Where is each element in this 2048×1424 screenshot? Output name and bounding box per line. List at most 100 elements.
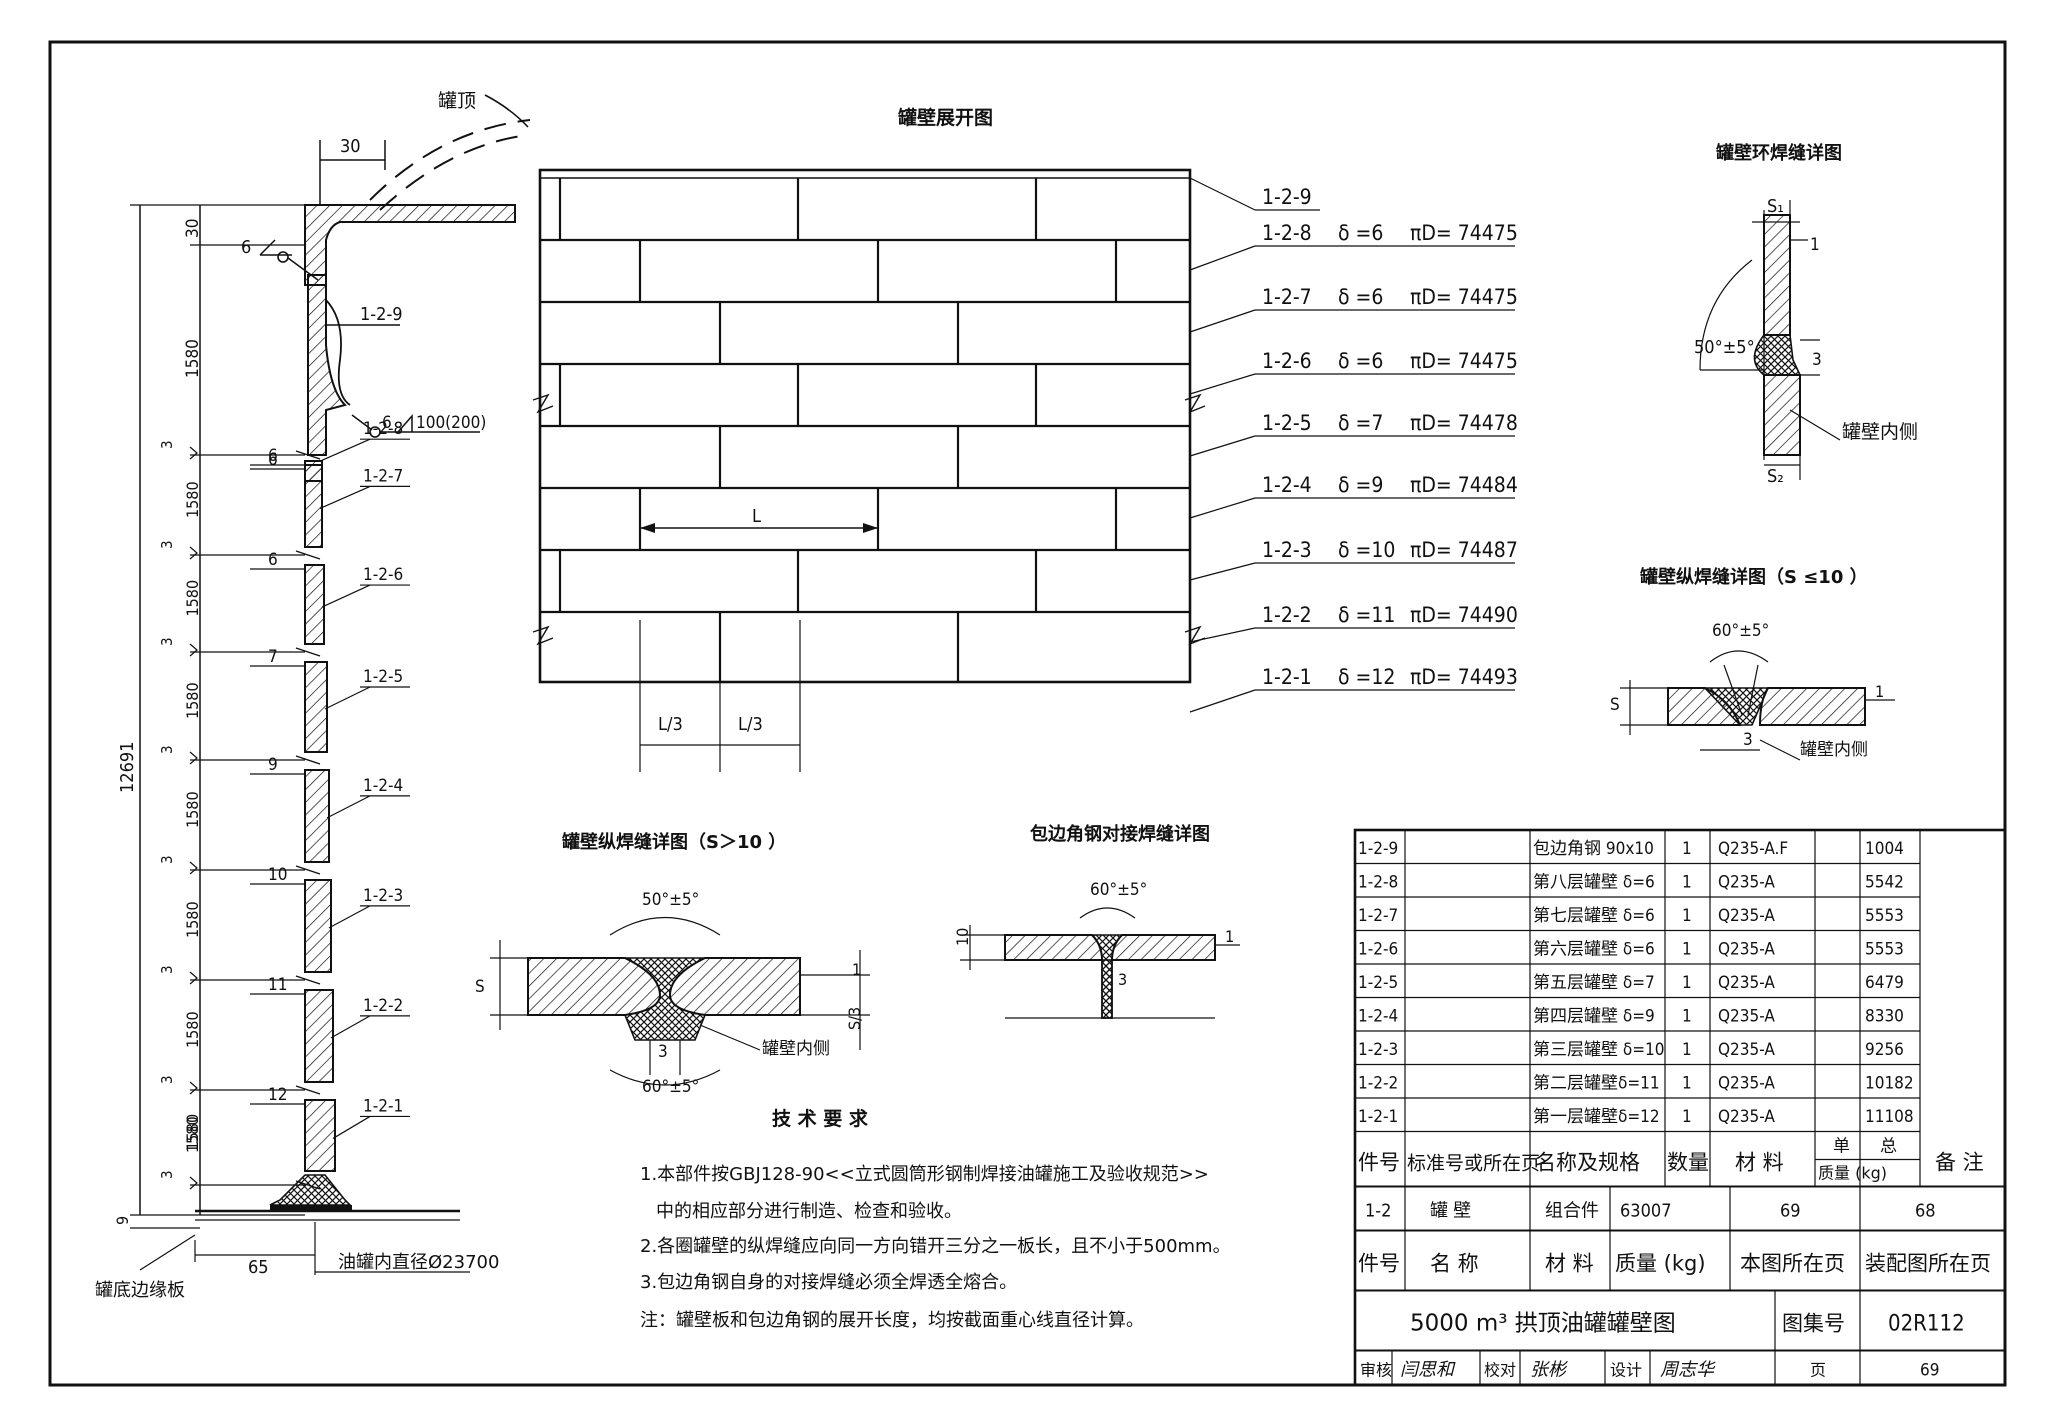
part-qty: 1 bbox=[1682, 940, 1692, 960]
ring-weld-detail: 罐壁环焊缝详图 S₁ 1 3 50°±5° S₂ 罐壁内侧 bbox=[1694, 142, 1918, 487]
small-s: S bbox=[1610, 695, 1620, 715]
tag-leader bbox=[321, 584, 371, 608]
long-weld-small-title: 罐壁纵焊缝详图（S ≤10 ） bbox=[1639, 566, 1868, 588]
exp-tag-1-2-4: 1-2-4 bbox=[1262, 473, 1312, 497]
part-qty: 1 bbox=[1682, 873, 1692, 893]
title-row2-asm: 装配图所在页 bbox=[1865, 1252, 1991, 1276]
separator-mark bbox=[189, 751, 198, 765]
part-name: 第七层罐壁 δ=6 bbox=[1533, 906, 1655, 926]
large-inner-side: 罐壁内侧 bbox=[762, 1039, 830, 1059]
angle-weld-one: 1 bbox=[1225, 927, 1234, 946]
part-qty: 1 bbox=[1682, 973, 1692, 993]
large-one: 1 bbox=[852, 960, 861, 979]
angle-weld-three: 3 bbox=[1118, 970, 1127, 989]
exp-perimeter: πD= 74490 bbox=[1410, 603, 1518, 627]
expansion-title: 罐壁展开图 bbox=[897, 106, 993, 129]
wall-course-1-2-1 bbox=[304, 1099, 336, 1172]
part-qty: 1 bbox=[1682, 1107, 1692, 1127]
exp-leader bbox=[1189, 245, 1256, 271]
hdr-material: 材 料 bbox=[1735, 1151, 1784, 1175]
dim-1580: 1580 bbox=[183, 682, 202, 719]
exp-thickness: δ =10 bbox=[1338, 538, 1395, 562]
separator-mark bbox=[189, 546, 198, 560]
design-label: 设计 bbox=[1610, 1361, 1642, 1380]
exp-tag-1-2-3: 1-2-3 bbox=[1262, 538, 1312, 562]
tag-leader bbox=[319, 485, 371, 509]
technical-requirements: 技 术 要 求 1.本部件按GBJ128-90<<立式圆筒形钢制焊接油罐施工及验… bbox=[640, 1107, 1231, 1331]
ring-one: 1 bbox=[1810, 235, 1820, 255]
title-row2-mat: 材 料 bbox=[1545, 1252, 1594, 1276]
course-thickness: 6 bbox=[268, 550, 278, 570]
weld-bottom-size: 6 bbox=[382, 413, 392, 433]
part-material: Q235-A bbox=[1718, 1074, 1775, 1094]
tag-leader bbox=[324, 686, 371, 710]
hdr-unit: 单 bbox=[1833, 1137, 1850, 1157]
dim-3: 3 bbox=[158, 637, 176, 646]
dim-1580-last: 1580 bbox=[183, 1116, 202, 1153]
angle-steel bbox=[304, 204, 516, 286]
exp-leader bbox=[1189, 689, 1256, 713]
outer-frame bbox=[48, 40, 2007, 1387]
exp-thickness: δ =6 bbox=[1338, 221, 1383, 245]
atlas-number: 02R112 bbox=[1888, 1312, 1965, 1337]
part-material: Q235-A bbox=[1718, 906, 1775, 926]
part-name: 第四层罐壁 δ=9 bbox=[1533, 1007, 1655, 1027]
dim-3: 3 bbox=[158, 745, 176, 754]
separator-mark bbox=[189, 1176, 198, 1190]
exp-leader bbox=[1189, 562, 1256, 581]
part-material: Q235-A bbox=[1718, 1040, 1775, 1060]
section-tag-1-2-6: 1-2-6 bbox=[363, 565, 403, 585]
hdr-id: 件号 bbox=[1358, 1151, 1400, 1175]
dim-L3-b: L/3 bbox=[738, 714, 763, 735]
exp-leader bbox=[1189, 177, 1256, 211]
hdr-name: 名称及规格 bbox=[1535, 1151, 1640, 1175]
title-row2-id: 件号 bbox=[1358, 1252, 1400, 1276]
part-id: 1-2-5 bbox=[1358, 973, 1398, 993]
part-id: 1-2-7 bbox=[1358, 906, 1398, 926]
part-id: 1-2-8 bbox=[1358, 873, 1398, 893]
long-weld-small-detail: 罐壁纵焊缝详图（S ≤10 ） 60°±5° S 1 3 罐壁内侧 bbox=[1610, 566, 1895, 761]
note-3: 3.包边角钢自身的对接焊缝必须全焊透全熔合。 bbox=[640, 1272, 1017, 1293]
part-material: Q235-A.F bbox=[1718, 839, 1788, 859]
small-angle: 60°±5° bbox=[1712, 621, 1769, 641]
separator-mark bbox=[189, 971, 198, 985]
part-id: 1-2-9 bbox=[1358, 839, 1398, 859]
dim-3: 3 bbox=[158, 965, 176, 974]
course-thickness: 12 bbox=[268, 1085, 287, 1105]
exp-thickness: δ =11 bbox=[1338, 603, 1395, 627]
separator-gap bbox=[295, 647, 321, 657]
section-tag-1-2-7: 1-2-7 bbox=[363, 466, 403, 486]
separator-gap bbox=[295, 550, 321, 560]
separator-mark bbox=[189, 1081, 198, 1095]
part-id: 1-2-2 bbox=[1358, 1074, 1398, 1094]
small-inner-side: 罐壁内侧 bbox=[1800, 740, 1868, 760]
part-mass: 5553 bbox=[1865, 906, 1904, 926]
inner-diameter-label: 油罐内直径Ø23700 bbox=[338, 1252, 499, 1273]
part-qty: 1 bbox=[1682, 1040, 1692, 1060]
dim-3: 3 bbox=[158, 1170, 176, 1179]
dim-65: 65 bbox=[248, 1257, 269, 1278]
separator-mark bbox=[189, 446, 198, 460]
tech-title: 技 术 要 求 bbox=[772, 1107, 869, 1130]
part-mass: 9256 bbox=[1865, 1040, 1904, 1060]
exp-tag-1-2-2: 1-2-2 bbox=[1262, 603, 1312, 627]
section-tag-1-2-8: 1-2-8 bbox=[363, 419, 403, 439]
part-mass: 5553 bbox=[1865, 940, 1904, 960]
tag-leader bbox=[319, 438, 371, 462]
exp-leader bbox=[1189, 627, 1256, 643]
part-id: 1-2-1 bbox=[1358, 1107, 1398, 1127]
wall-course-1-2-4 bbox=[304, 769, 330, 863]
part-id: 1-2-4 bbox=[1358, 1007, 1398, 1027]
angle-weld-angle: 60°±5° bbox=[1090, 880, 1147, 900]
title-row1-page: 69 bbox=[1780, 1201, 1801, 1222]
tag-leader bbox=[326, 795, 371, 819]
separator-gap bbox=[295, 1085, 321, 1095]
part-mass: 10182 bbox=[1865, 1074, 1914, 1094]
dim-1580: 1580 bbox=[183, 580, 202, 617]
wall-course-1-2-6 bbox=[304, 564, 325, 645]
exp-thickness: δ =6 bbox=[1338, 285, 1383, 309]
ring-weld-title: 罐壁环焊缝详图 bbox=[1715, 142, 1842, 164]
hdr-mass: 质量 (kg) bbox=[1818, 1164, 1887, 1183]
